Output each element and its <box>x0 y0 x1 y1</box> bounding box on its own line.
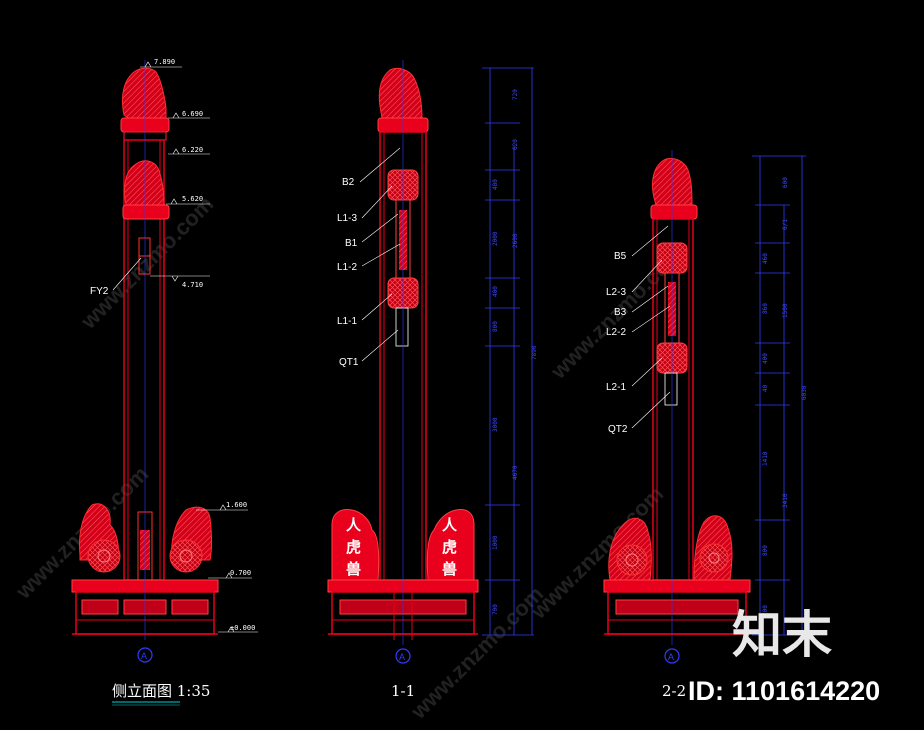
section-2-2-view: B5 L2-3 B3 L2-2 L2-1 QT2 600 6/1 460 <box>603 150 808 700</box>
carving-character: 虎 <box>442 538 457 556</box>
dimension-value: 700 <box>762 605 769 616</box>
elevation-label: 6.690 <box>182 110 203 118</box>
dimension-value: 620 <box>512 139 519 150</box>
callout-label: L1-1 <box>337 316 357 327</box>
view-title: 侧立面图 1:35 <box>112 682 210 700</box>
callout-label: B3 <box>614 307 627 318</box>
axis-bubble <box>664 648 680 664</box>
post-cap <box>122 204 170 220</box>
finial-ornament <box>123 160 165 206</box>
dimension-lines <box>482 67 534 636</box>
dimension-value: 800 <box>762 545 769 556</box>
callout-label: QT1 <box>339 357 359 368</box>
elevation-label: 1.600 <box>226 501 247 509</box>
dimension-value: 600 <box>782 177 789 188</box>
dimension-value: 3410 <box>782 493 789 508</box>
elevation-label: 6.220 <box>182 146 203 154</box>
dimension-value: 2600 <box>512 233 519 248</box>
axis-bubble <box>137 647 153 663</box>
dimension-value: 800 <box>492 321 499 332</box>
rosette-ornament <box>699 543 729 573</box>
qt1-element <box>395 307 409 347</box>
elevation-label: ±0.000 <box>230 624 255 632</box>
finial-ornament <box>121 67 167 119</box>
brand-id: ID: 1101614220 <box>688 676 880 706</box>
dimension-value: 1500 <box>782 303 789 318</box>
dimension-value: 460 <box>762 253 769 264</box>
callout-label: B1 <box>345 238 358 249</box>
elevation-label: 5.620 <box>182 195 203 203</box>
dimension-value: 1000 <box>492 535 499 550</box>
dimension-value: 1410 <box>762 451 769 466</box>
qt2-element <box>664 372 678 406</box>
post-cap <box>650 204 698 220</box>
carving-character: 兽 <box>442 560 457 578</box>
axis-bubble-label: A <box>668 652 674 662</box>
callout-label: L2-2 <box>606 327 626 338</box>
dimension-value: 6/1 <box>782 219 789 230</box>
view-title: 1-1 <box>391 682 415 700</box>
carving-character: 虎 <box>346 538 361 556</box>
carving-character: 兽 <box>346 560 361 578</box>
dimension-value: 40 <box>762 384 769 392</box>
callout-label: L2-3 <box>606 287 626 298</box>
axis-bubble-label: A <box>141 651 147 661</box>
rosette-ornament <box>87 539 121 573</box>
callout-leaders <box>631 225 671 429</box>
dimension-value: 4670 <box>512 465 519 480</box>
callout-label: L2-1 <box>606 382 626 393</box>
elevation-markers <box>140 61 258 633</box>
view-title: 2-2 <box>662 682 686 700</box>
dimension-value: 2000 <box>492 231 499 246</box>
left-carving <box>331 509 380 581</box>
brand-logo: 知末 <box>732 606 832 664</box>
callout-label: L1-3 <box>337 213 357 224</box>
callout-label: QT2 <box>608 424 628 435</box>
section-1-1-view: 人 虎 兽 人 虎 兽 B2 L1-3 B1 L1-2 L1-1 QT1 <box>327 60 538 700</box>
axis-bubble <box>395 648 411 664</box>
callout-label: L1-2 <box>337 262 357 273</box>
side-elevation-view: 7.890 6.690 6.220 5.620 4.710 1.600 0.70… <box>71 58 258 706</box>
rosette-ornament <box>616 544 648 576</box>
elevation-label: 0.700 <box>230 569 251 577</box>
dimension-value: 720 <box>512 89 519 100</box>
callout-label: B5 <box>614 251 627 262</box>
callout-label: B2 <box>342 177 355 188</box>
rosette-ornament <box>169 539 203 573</box>
callout-leaders <box>359 147 401 362</box>
carving-character: 人 <box>346 516 362 534</box>
dimension-value: 7890 <box>531 345 538 360</box>
finial-ornament <box>378 67 423 119</box>
dimension-value: 860 <box>762 303 769 314</box>
elevation-label: 7.890 <box>154 58 175 66</box>
elevation-label: 4.710 <box>182 281 203 289</box>
dimension-value: 400 <box>492 286 499 297</box>
base-plinth <box>603 579 751 593</box>
callout-label: FY2 <box>90 286 109 297</box>
dimension-value: 6030 <box>801 385 808 400</box>
carving-character: 人 <box>442 516 458 534</box>
dimension-lines <box>752 155 806 636</box>
dimension-value: 700 <box>492 604 499 615</box>
right-carving <box>426 509 475 581</box>
dimension-value: 400 <box>762 353 769 364</box>
dimension-value: 480 <box>492 179 499 190</box>
axis-bubble-label: A <box>399 652 405 662</box>
dimension-value: 3000 <box>492 417 499 432</box>
